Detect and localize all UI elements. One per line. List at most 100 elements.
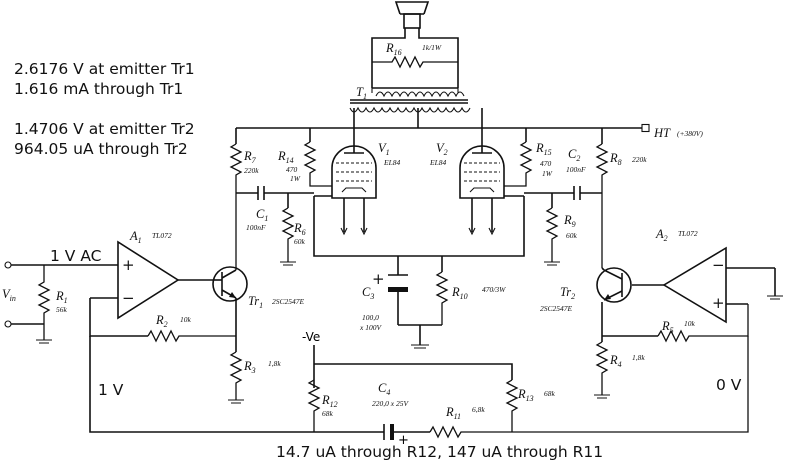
r7-label: R7 [243, 149, 257, 165]
c3-capacitor [388, 274, 408, 325]
r3-value: 1,8k [268, 359, 281, 368]
tr1-label: Tr1 [248, 294, 263, 310]
r11-label: R11 [445, 405, 461, 421]
r1-label: R1 [55, 289, 68, 305]
r2-label: R2 [155, 313, 168, 329]
r9-value: 60k [566, 231, 578, 240]
note-left-1v: 1 V [98, 381, 124, 399]
r12-label: R12 [321, 393, 338, 409]
r15-label: R15 [535, 141, 552, 157]
c2-capacitor [573, 186, 581, 200]
r4-value: 1,8k [632, 353, 645, 362]
a1-minus: − [122, 289, 135, 307]
c1-label: C1 [256, 207, 268, 223]
v2-label: V2 [436, 141, 448, 157]
r13-resistor [505, 379, 519, 432]
r10-label: R10 [451, 285, 468, 301]
r16-label: R16 [385, 41, 402, 57]
r15-value1: 470 [540, 159, 552, 168]
r11-value: 6,8k [472, 405, 485, 414]
c2-value: 100nF [566, 165, 586, 174]
r6-resistor [281, 207, 295, 262]
r1-value: 56k [56, 305, 68, 314]
r10-value: 470/3W [482, 285, 506, 294]
c3-value2: x 100V [359, 323, 382, 332]
c4-capacitor [383, 424, 394, 440]
r7-value: 220k [244, 166, 259, 175]
r11-resistor [429, 336, 749, 439]
tr2-type: 2SC2547E [540, 304, 573, 313]
ve-label: -Ve [302, 330, 320, 344]
r12-value: 68k [322, 409, 334, 418]
r5-value: 10k [684, 319, 696, 328]
r15-value2: 1W [542, 169, 553, 178]
r14-value1: 470 [286, 165, 298, 174]
speaker [394, 1, 430, 29]
note-tr1-emitter: 2.6176 V at emitter Tr1 [14, 60, 195, 78]
opamp-a2 [662, 246, 727, 324]
t1-label: T1 [356, 85, 367, 101]
c4-polarity: + [398, 433, 409, 448]
ht-value: (+380V) [677, 129, 703, 138]
r15-resistor [504, 141, 533, 187]
v1-type: EL84 [383, 158, 401, 167]
r9-label: R9 [563, 213, 576, 229]
c3-value1: 100,0 [362, 313, 379, 322]
r5-resistor [657, 304, 749, 343]
r8-label: R8 [609, 151, 622, 167]
r3-resistor [229, 351, 243, 400]
a2-label: A2 [655, 227, 668, 243]
r14-resistor [303, 141, 332, 187]
r16-value: 1k/1W [422, 43, 442, 52]
note-tr2-current: 964.05 uA through Tr2 [14, 140, 188, 158]
tr2-label: Tr2 [560, 285, 575, 301]
r14-label: R14 [277, 149, 294, 165]
r10-resistor [435, 271, 449, 325]
r14-value2: 1W [290, 174, 301, 183]
r8-value: 220k [632, 155, 647, 164]
r7-resistor [229, 143, 243, 270]
r6-value: 60k [294, 237, 306, 246]
c2-label: C2 [568, 147, 580, 163]
a1-type: TL072 [152, 231, 172, 240]
r16-resistor [372, 55, 458, 69]
valve-v1 [331, 145, 377, 236]
transistor-tr1 [212, 266, 248, 302]
r2-resistor [147, 329, 236, 343]
c3-polarity: + [372, 270, 385, 288]
r9-resistor [545, 207, 559, 262]
vin-label: Vin [2, 287, 16, 303]
r1-resistor [37, 265, 51, 340]
a1-label: A1 [129, 229, 142, 245]
c3-label: C3 [362, 285, 374, 301]
opamp-a1 [117, 240, 180, 320]
c1-capacitor [257, 186, 265, 200]
c4-value: 220,0 x 25V [372, 399, 409, 408]
r13-label: R13 [517, 387, 534, 403]
v1-label: V1 [378, 141, 390, 157]
c1-value: 100nF [246, 223, 266, 232]
a2-type: TL072 [678, 229, 698, 238]
note-bottom-currents: 14.7 uA through R12, 147 uA through R11 [276, 443, 603, 461]
valve-v2 [459, 145, 505, 236]
a2-plus: + [712, 294, 725, 312]
v2-type: EL84 [429, 158, 447, 167]
ht-terminal [641, 123, 650, 133]
a2-minus: − [712, 256, 725, 274]
note-tr1-current: 1.616 mA through Tr1 [14, 80, 183, 98]
r6-label: R6 [293, 221, 306, 237]
r8-resistor [595, 143, 609, 268]
note-right-0v: 0 V [716, 376, 742, 394]
note-input-ac: 1 V AC [50, 247, 101, 265]
r5-label: R5 [661, 319, 674, 335]
tr1-type: 2SC2547E [272, 297, 305, 306]
ht-label: HT [653, 126, 671, 140]
r4-label: R4 [609, 353, 622, 369]
r4-resistor [595, 341, 609, 395]
output-transformer-t1 [349, 87, 471, 113]
r13-value: 68k [544, 389, 556, 398]
note-tr2-emitter: 1.4706 V at emitter Tr2 [14, 120, 195, 138]
transistor-tr2 [596, 267, 632, 303]
